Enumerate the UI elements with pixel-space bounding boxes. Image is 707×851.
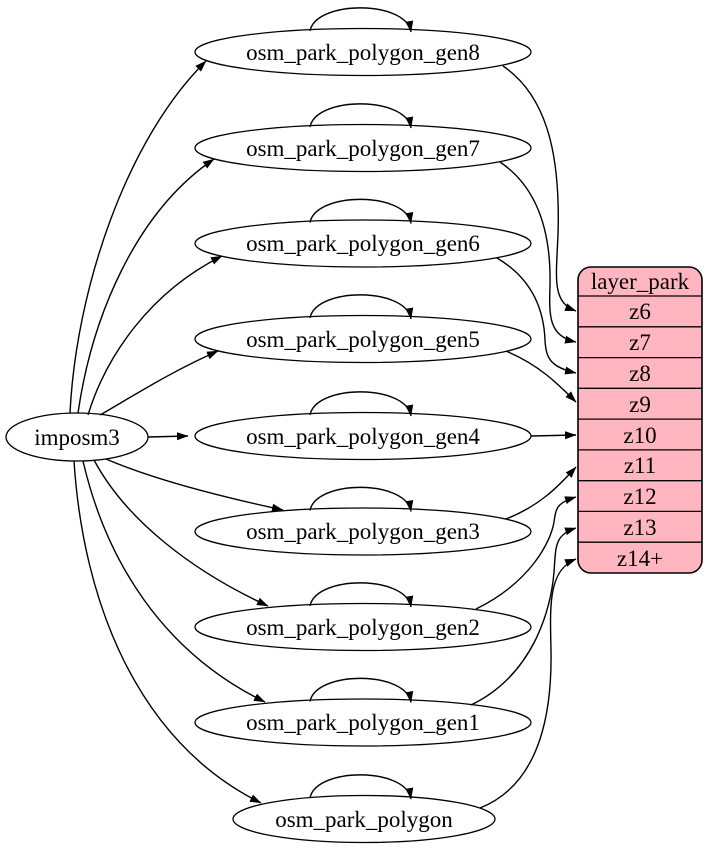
node-gen8-label: osm_park_polygon_gen8 [246,40,480,65]
edge-gen5-z9 [505,350,577,403]
layer-row-z9: z9 [629,392,651,417]
edges-imposm3-to-tables [69,60,284,804]
edge-imposm3-gen5 [99,350,219,416]
edge-gen2-z12 [475,496,577,610]
edge-polygon-self-loop [309,774,414,800]
node-gen3-shape [194,507,532,556]
edge-gen5-self-loop [309,294,414,320]
edge-gen3-self-loop [309,486,414,512]
edge-polygon-z14plus [479,558,577,809]
edge-imposm3-gen4 [147,432,189,441]
edge-gen7-z7 [499,161,577,344]
edge-gen1-z13 [470,527,577,706]
node-gen2-shape [194,602,532,652]
node-gen7-shape [194,123,532,173]
node-polygon-shape [232,794,496,844]
node-gen3-label: osm_park_polygon_gen3 [246,519,480,544]
edge-gen2-self-loop [309,582,414,608]
layer-row-z10: z10 [623,423,656,448]
node-osm-park-polygon: osm_park_polygon [232,794,496,844]
layer-park-title: layer_park [591,269,690,294]
node-layer-park: layer_park z6 z7 z8 z9 z10 z11 z12 z13 z… [577,266,703,574]
edges-self-loops [309,7,414,800]
edges-tables-to-layer [470,65,577,809]
node-gen1-shape [194,698,532,747]
node-gen7-label: osm_park_polygon_gen7 [246,136,480,161]
layer-row-z13: z13 [623,515,656,540]
layer-park-box [577,266,703,574]
node-gen4-label: osm_park_polygon_gen4 [246,424,480,449]
edge-gen8-self-loop [309,7,414,33]
layer-row-z8: z8 [629,361,651,386]
node-osm-park-polygon-gen1: osm_park_polygon_gen1 [194,698,532,747]
node-osm-park-polygon-gen3: osm_park_polygon_gen3 [194,507,532,556]
edge-imposm3-gen3 [105,458,284,512]
edge-imposm3-gen7 [77,158,215,414]
node-imposm3: imposm3 [5,412,149,462]
edge-imposm3-gen1 [82,460,266,703]
layer-row-z6: z6 [629,299,651,324]
edge-imposm3-polygon [73,460,262,804]
edge-gen4-z10 [530,431,577,440]
node-osm-park-polygon-gen5: osm_park_polygon_gen5 [194,314,532,364]
node-gen6-shape [194,219,532,268]
layer-row-z7: z7 [629,330,651,355]
edge-gen6-self-loop [309,198,414,224]
edge-imposm3-gen2 [93,459,269,607]
node-gen6-label: osm_park_polygon_gen6 [246,231,480,256]
edge-gen7-self-loop [309,103,414,129]
node-imposm3-label: imposm3 [34,425,120,450]
edge-gen4-self-loop [309,391,414,417]
node-osm-park-polygon-gen7: osm_park_polygon_gen7 [194,123,532,173]
edge-gen3-z11 [505,466,577,520]
node-osm-park-polygon-gen2: osm_park_polygon_gen2 [194,602,532,652]
node-gen2-label: osm_park_polygon_gen2 [246,615,480,640]
layer-row-z14plus: z14+ [617,546,663,571]
edge-gen1-self-loop [309,677,414,703]
node-osm-park-polygon-gen6: osm_park_polygon_gen6 [194,219,532,268]
node-osm-park-polygon-gen4: osm_park_polygon_gen4 [194,411,532,461]
node-polygon-label: osm_park_polygon [275,807,453,832]
node-gen5-label: osm_park_polygon_gen5 [246,327,480,352]
edge-imposm3-gen8 [69,60,207,414]
node-gen5-shape [194,314,532,364]
node-gen8-shape [194,27,532,77]
layer-row-z12: z12 [623,484,656,509]
node-gen1-label: osm_park_polygon_gen1 [246,710,480,735]
layer-row-z11: z11 [624,453,656,478]
edge-imposm3-gen6 [87,255,223,416]
layer-park-row-separators [578,295,702,543]
edge-gen8-z6 [502,65,577,312]
node-osm-park-polygon-gen8: osm_park_polygon_gen8 [194,27,532,77]
edge-gen6-z8 [496,257,577,375]
